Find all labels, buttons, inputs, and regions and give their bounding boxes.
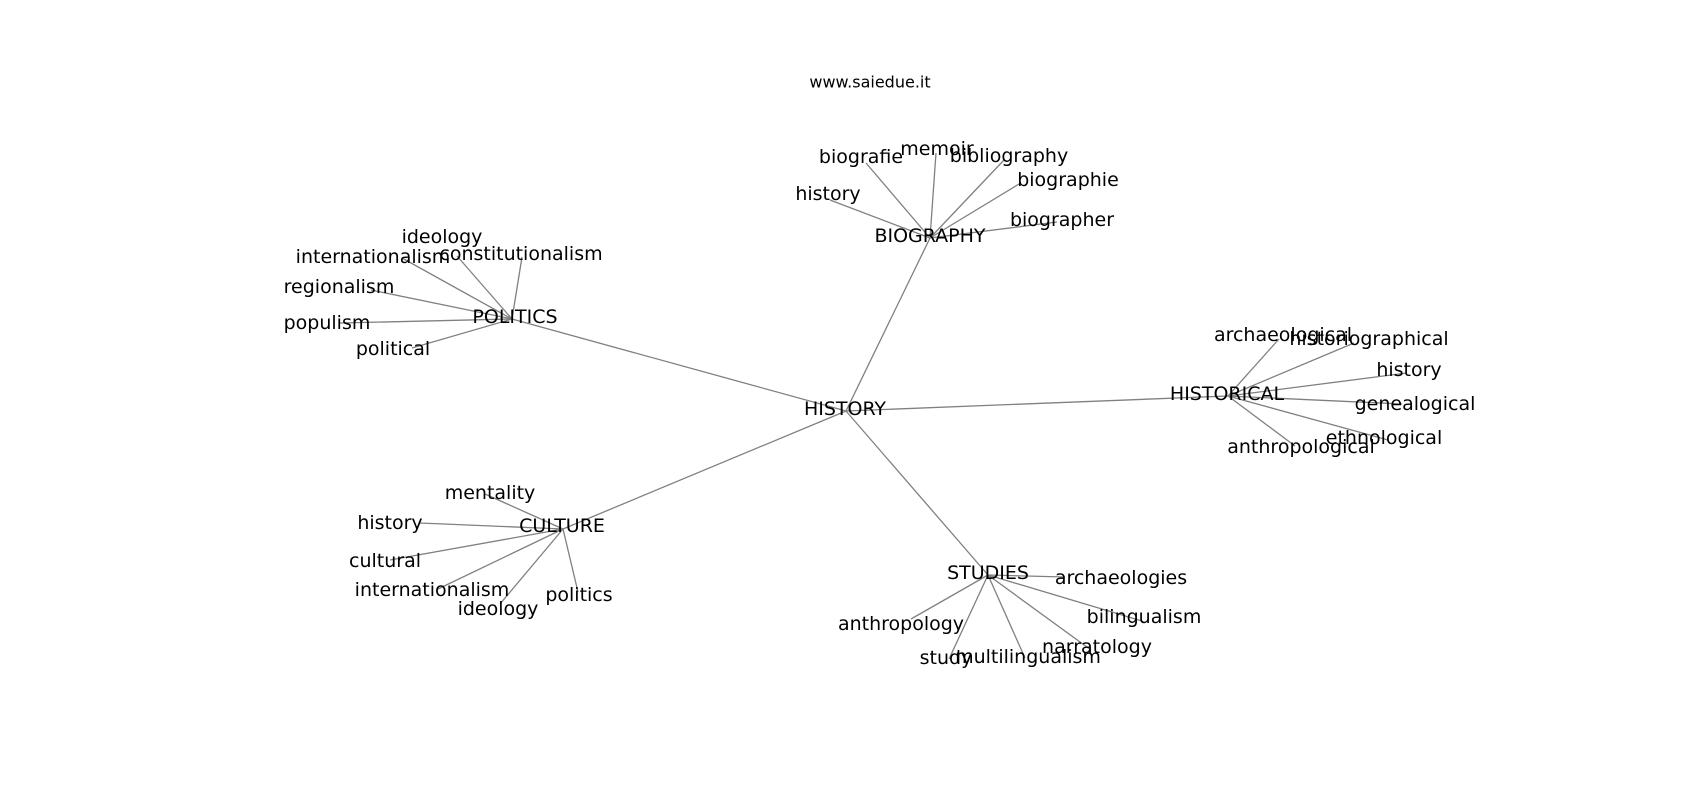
edge-biography-biographer-10 — [929, 221, 1058, 239]
edge-culture-politics-28 — [562, 528, 579, 593]
node-label-historiographical: historiographical — [1289, 328, 1448, 350]
edge-history-politics-1 — [511, 318, 847, 412]
node-label-regionalism: regionalism — [284, 276, 395, 298]
edge-culture-mentality-23 — [484, 493, 564, 530]
node-label-internationalism: internationalism — [355, 579, 510, 601]
node-label-bilingualism: bilingualism — [1087, 606, 1202, 628]
node-label-ideology: ideology — [402, 226, 483, 248]
node-label-internationalism: internationalism — [296, 246, 451, 268]
edge-culture-ideology-27 — [499, 528, 564, 605]
edge-historical-archaeological-17 — [1227, 338, 1280, 397]
edge-culture-internationalism-26 — [437, 528, 564, 590]
edge-history-historical-2 — [845, 395, 1229, 412]
node-label-bibliography: bibliography — [950, 145, 1068, 167]
edge-politics-regionalism-14 — [370, 289, 513, 320]
node-label-cultural: cultural — [349, 550, 421, 572]
edge-biography-biographie-8 — [929, 183, 1020, 239]
node-label-populism: populism — [284, 312, 371, 334]
node-label-archaeologies: archaeologies — [1055, 567, 1187, 589]
node-label-memoir: memoir — [900, 138, 974, 160]
edge-historical-ethnological-21 — [1227, 395, 1389, 441]
node-label-anthropology: anthropology — [838, 613, 964, 635]
node-label-studies: STUDIES — [947, 562, 1029, 584]
node-label-history: history — [1376, 359, 1441, 381]
node-label-narratology: narratology — [1042, 636, 1152, 658]
edge-historical-historiographical-18 — [1227, 342, 1355, 397]
edge-history-culture-3 — [562, 410, 847, 530]
watermark-text: www.saiedue.it — [809, 73, 930, 92]
node-label-genealogical: genealogical — [1355, 393, 1476, 415]
node-label-politics: POLITICS — [472, 306, 557, 328]
edge-studies-multilingualism-32 — [987, 574, 1026, 659]
edge-historical-anthropological-22 — [1227, 395, 1296, 447]
edge-politics-ideology-11 — [456, 255, 513, 320]
node-label-culture: CULTURE — [519, 515, 605, 537]
edge-historical-history-19 — [1227, 372, 1408, 397]
node-label-biography: BIOGRAPHY — [874, 225, 985, 247]
node-label-study: study — [920, 647, 973, 669]
edge-politics-constitutionalism-13 — [511, 256, 523, 320]
node-label-ideology: ideology — [458, 598, 539, 620]
edge-historical-genealogical-20 — [1227, 395, 1403, 405]
node-label-multilingualism: multilingualism — [955, 646, 1101, 668]
node-label-constitutionalism: constitutionalism — [439, 243, 602, 265]
node-label-archaeological: archaeological — [1214, 324, 1352, 346]
node-label-biographer: biographer — [1010, 209, 1114, 231]
edge-biography-memoir-6 — [929, 152, 937, 239]
edge-politics-internationalism-12 — [401, 257, 513, 320]
node-label-politics: politics — [545, 584, 612, 606]
node-label-biographie: biographie — [1017, 169, 1119, 191]
node-label-history: HISTORY — [804, 398, 886, 420]
edge-politics-populism-15 — [339, 318, 513, 324]
edge-culture-history-24 — [419, 522, 564, 530]
node-label-historical: HISTORICAL — [1170, 383, 1285, 405]
edge-politics-political-16 — [411, 318, 513, 349]
edge-biography-history-9 — [829, 199, 931, 239]
node-label-biografie: biografie — [819, 146, 903, 168]
edge-biography-bibliography-7 — [929, 159, 1005, 239]
node-label-history: history — [357, 512, 422, 534]
node-label-ethnological: ethnological — [1326, 427, 1442, 449]
labels-layer: HISTORY BIOGRAPHY POLITICS HISTORICAL CULTUR… — [284, 138, 1476, 669]
edge-studies-narratology-31 — [987, 574, 1092, 651]
edge-history-biography-0 — [845, 237, 931, 412]
edge-studies-archaeologies-29 — [987, 574, 1066, 578]
edge-studies-anthropology-34 — [910, 574, 989, 620]
node-label-anthropological: anthropological — [1227, 436, 1375, 458]
edge-history-studies-4 — [845, 410, 989, 576]
node-label-history: history — [795, 183, 860, 205]
edges-layer — [339, 152, 1408, 660]
node-label-political: political — [356, 338, 430, 360]
edge-culture-cultural-25 — [389, 528, 564, 561]
edge-studies-bilingualism-30 — [987, 574, 1143, 622]
node-label-mentality: mentality — [445, 482, 536, 504]
edge-biography-biografie-5 — [865, 162, 931, 239]
edge-studies-study-33 — [948, 574, 989, 660]
